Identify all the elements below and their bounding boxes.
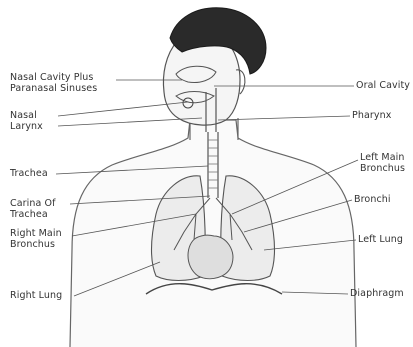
label-right-main-bronchus-line-1: Right Main [10,228,62,239]
heart-shape [188,235,233,279]
label-right-main-bronchus-line-2: Bronchus [10,239,62,250]
label-larynx: Larynx [10,121,43,132]
label-nasal-cavity-line-1: Nasal Cavity Plus [10,72,97,83]
label-trachea: Trachea [10,168,48,179]
label-right-main-bronchus: Right Main Bronchus [10,228,62,250]
label-carina-line-1: Carina Of [10,198,56,209]
label-left-main-bronchus-line-2: Bronchus [360,163,405,174]
label-left-main-bronchus-line-1: Left Main [360,152,405,163]
label-nasal: Nasal [10,110,37,121]
label-bronchi: Bronchi [354,194,391,205]
label-left-main-bronchus: Left Main Bronchus [360,152,405,174]
label-carina: Carina Of Trachea [10,198,56,220]
label-nasal-cavity: Nasal Cavity Plus Paranasal Sinuses [10,72,97,94]
label-left-lung: Left Lung [358,234,403,245]
label-diaphragm: Diaphragm [350,288,404,299]
torso-outline [70,120,356,347]
label-oral-cavity: Oral Cavity [356,80,410,91]
label-pharynx: Pharynx [352,110,391,121]
label-carina-line-2: Trachea [10,209,56,220]
label-right-lung: Right Lung [10,290,62,301]
label-nasal-cavity-line-2: Paranasal Sinuses [10,83,97,94]
